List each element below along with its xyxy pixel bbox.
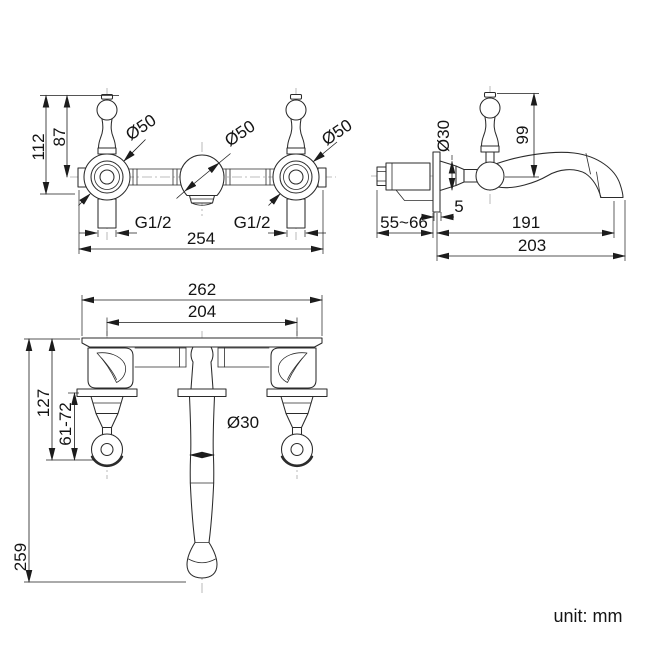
side-bonnet (439, 160, 457, 192)
front-view-body (77, 93, 327, 229)
front-spout-dome (179, 154, 225, 206)
dim-top-overall-width: 262 (188, 280, 216, 299)
side-view-dimensions: Ø30 99 5 55~66 191 203 (376, 92, 626, 261)
side-valve-sphere (475, 161, 505, 191)
front-left-valve (83, 153, 131, 201)
dim-front-spout-dia: Ø50 (221, 117, 258, 151)
dim-front-thread-right: G1/2 (234, 213, 271, 232)
dim-side-escutcheon-dia: Ø30 (434, 120, 453, 152)
dim-front-valve-dia-left: Ø50 (122, 111, 159, 145)
top-wall-plate (81, 337, 323, 348)
dim-front-inlet-spacing: 254 (187, 229, 215, 248)
side-concealed-body (385, 162, 431, 191)
front-left-handle (96, 93, 118, 155)
top-spout-root (190, 346, 214, 390)
front-left-inlet-pipe (97, 198, 117, 229)
top-left-valve (76, 347, 138, 468)
dim-top-handle-spacing: 204 (188, 302, 216, 321)
top-view: 262 204 259 127 61-72 Ø30 (11, 280, 328, 593)
front-view: 112 87 Ø50 Ø50 Ø50 G1/2 (29, 88, 356, 254)
top-connecting-pipes (134, 347, 270, 368)
top-spout (177, 388, 227, 579)
front-connecting-pipes (128, 168, 275, 186)
dim-side-spout-reach: 191 (512, 213, 540, 232)
dim-front-overall-height: 112 (29, 133, 48, 160)
dim-side-concealed-depth: 55~66 (380, 213, 428, 232)
side-view: Ø30 99 5 55~66 191 203 (371, 86, 626, 261)
dim-front-valve-dia-right: Ø50 (318, 116, 355, 150)
top-view-dimensions: 262 204 259 127 61-72 Ø30 (11, 280, 323, 583)
side-handle (479, 91, 501, 165)
unit-label: unit: mm (553, 606, 622, 626)
dim-side-height: 99 (513, 126, 532, 145)
dim-top-spout-dia: Ø30 (227, 413, 259, 432)
dim-side-overall-projection: 203 (518, 236, 546, 255)
dim-front-handle-height: 87 (50, 128, 69, 147)
side-view-body (376, 91, 624, 213)
top-right-valve (266, 347, 328, 468)
front-right-inlet-pipe (286, 198, 306, 229)
dim-top-handle-projection: 127 (34, 389, 53, 417)
dim-top-handle-body-projection: 61-72 (56, 402, 75, 445)
side-spout (496, 151, 624, 199)
side-wall-flange (432, 151, 441, 213)
dim-side-flange-offset: 5 (454, 197, 463, 216)
side-wall-union (376, 166, 387, 187)
dim-top-overall-projection: 259 (11, 543, 30, 571)
top-view-body (76, 337, 328, 579)
front-right-handle (285, 93, 307, 155)
dim-front-thread-left: G1/2 (135, 213, 172, 232)
front-right-valve (272, 153, 320, 201)
